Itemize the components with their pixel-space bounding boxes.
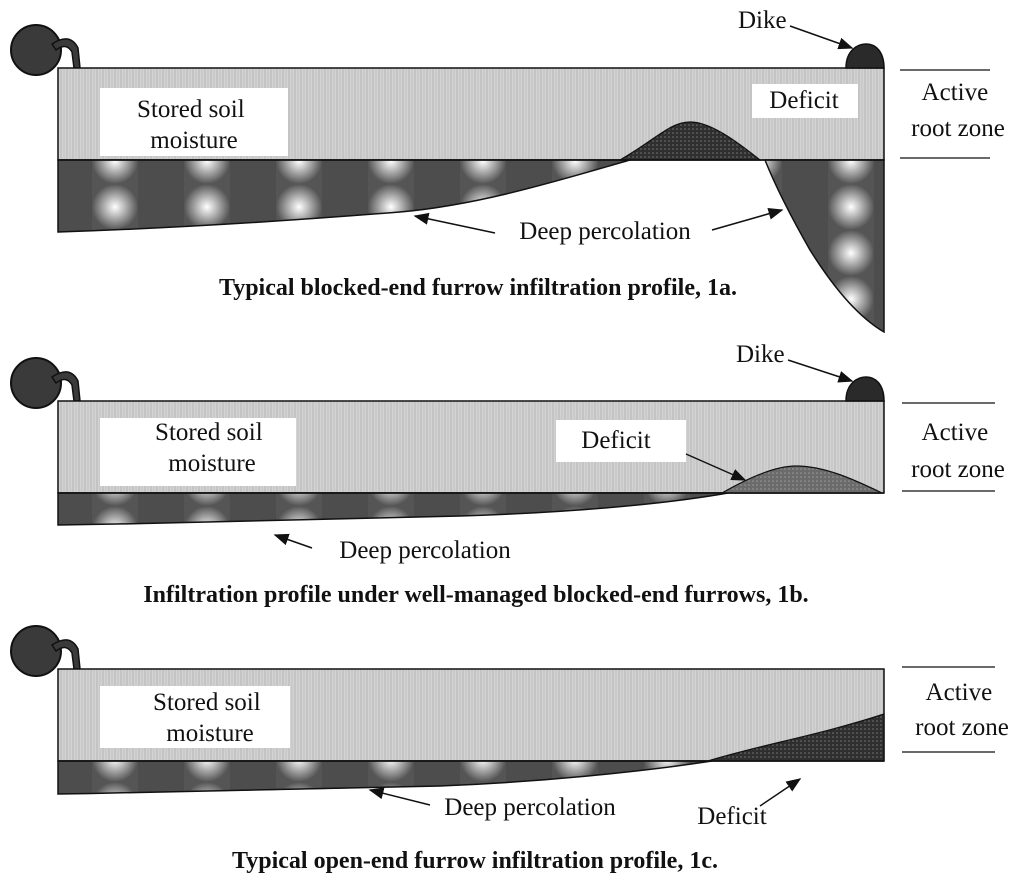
- deep-percolation-label: Deep percolation: [519, 218, 691, 245]
- stored-soil-moisture-label: Stored soil moisture: [137, 96, 251, 154]
- inlet-pipe-icon: [10, 625, 62, 677]
- deficit-area: [617, 121, 762, 161]
- deficit-label: Deficit: [697, 803, 766, 830]
- dike-label: Dike: [738, 7, 787, 34]
- active-root-zone-label: Active root zone: [911, 419, 1005, 483]
- panel-1c: Stored soil moisture Deep percolation De…: [10, 625, 1009, 874]
- active-root-zone-label: Active root zone: [915, 679, 1009, 741]
- panel-1b: Stored soil moisture Deficit Dike Deep p…: [10, 341, 1005, 608]
- deep-percolation-label: Deep percolation: [339, 537, 511, 564]
- inlet-pipe-icon: [10, 357, 62, 409]
- dike-label: Dike: [736, 341, 785, 368]
- dike-icon: [845, 43, 885, 69]
- deep-percolation-area: [57, 492, 729, 526]
- dike-icon: [845, 376, 885, 402]
- active-root-zone-label: Active root zone: [911, 79, 1005, 142]
- deep-percolation-area: [57, 159, 631, 233]
- stored-soil-moisture-label: Stored soil moisture: [153, 689, 267, 747]
- deep-percolation-area-right: [763, 159, 885, 334]
- deficit-area: [707, 713, 885, 762]
- caption-1c: Typical open-end furrow infiltration pro…: [232, 848, 718, 874]
- deficit-label: Deficit: [581, 427, 650, 454]
- deficit-label: Deficit: [769, 87, 838, 114]
- stored-soil-moisture-label: Stored soil moisture: [155, 419, 269, 477]
- deep-percolation-area: [57, 760, 713, 795]
- deficit-area: [719, 465, 883, 494]
- caption-1b: Infiltration profile under well-managed …: [143, 582, 808, 608]
- caption-1a: Typical blocked-end furrow infiltration …: [219, 275, 737, 301]
- inlet-pipe-icon: [10, 24, 62, 76]
- deep-percolation-label: Deep percolation: [444, 794, 616, 821]
- panel-1a: Stored soil moisture Deficit Dike Deep p…: [10, 7, 1005, 334]
